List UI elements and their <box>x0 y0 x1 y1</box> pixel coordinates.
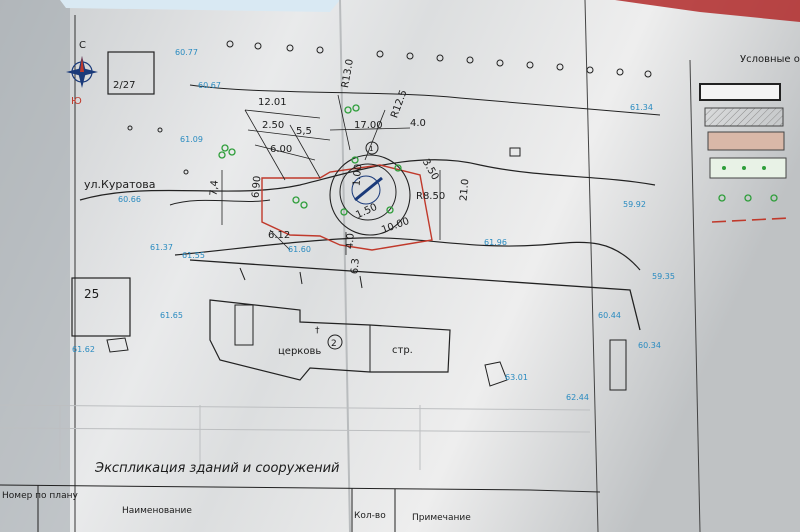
svg-text:†: † <box>315 326 320 336</box>
paper-fold <box>339 0 351 532</box>
dimension-label: 1.00 <box>351 163 364 186</box>
dimension-label: 12.01 <box>258 97 287 108</box>
construction-label: стр. <box>392 345 413 356</box>
building-2-27 <box>107 51 155 95</box>
church-number: 2 <box>331 339 337 349</box>
elevation-mark: 60.67 <box>198 81 221 90</box>
church-outline <box>209 299 451 381</box>
faint-table <box>0 404 591 470</box>
building-25-label: 25 <box>84 287 99 301</box>
circle-mark-1: 1 <box>369 145 373 153</box>
legend-title: Условные о <box>740 54 800 65</box>
elevation-mark: 61.37 <box>150 243 173 252</box>
dimension-label: 21.0 <box>458 178 471 201</box>
elevation-mark: 61.60 <box>288 245 311 254</box>
fence-line <box>189 259 641 331</box>
bollard-symbols <box>127 40 652 175</box>
street-label: ул.Куратова <box>84 178 155 191</box>
dimension-label: 7,4 <box>208 180 220 197</box>
elevation-mark: 61.96 <box>484 238 507 247</box>
church-label: церковь <box>278 346 321 357</box>
dimension-label: 5,5 <box>296 126 312 137</box>
column-header-count: Кол-во <box>354 511 386 521</box>
column-header-name: Наименование <box>122 506 192 516</box>
monument-mark <box>354 176 383 202</box>
column-header-number: Номер по плану <box>2 491 78 501</box>
dimension-lines <box>221 94 441 255</box>
elevation-mark: 60.44 <box>598 311 621 320</box>
dimension-label: 17.00 <box>354 120 383 131</box>
legend-swatches <box>699 83 791 223</box>
dimension-label: 2.50 <box>262 120 284 131</box>
dimension-label: 6.90 <box>250 175 263 198</box>
elevation-mark: 59.35 <box>652 272 675 281</box>
elevation-mark: 60.66 <box>118 195 141 204</box>
dimension-label: R8.50 <box>416 191 445 202</box>
paper-edge-blue <box>60 0 340 12</box>
compass-icon <box>66 56 98 88</box>
dimension-label: 6.12 <box>268 230 290 241</box>
elevation-mark: 61.55 <box>182 251 205 260</box>
compass-north: С <box>79 40 86 51</box>
column-header-note: Примечание <box>412 513 471 523</box>
elevation-mark: 60.34 <box>638 341 661 350</box>
red-object-corner <box>615 0 800 22</box>
dimension-label: 6.00 <box>270 144 292 155</box>
building-25 <box>71 277 131 337</box>
dimension-label: R13.0 <box>340 58 356 89</box>
dimension-label: 6.3 <box>349 258 361 275</box>
elevation-mark: 61.09 <box>180 135 203 144</box>
dimension-label: 4.0 <box>344 233 356 250</box>
compass-south: Ю <box>71 96 82 107</box>
road-edge-top <box>79 159 656 201</box>
elevation-mark: 61.34 <box>630 103 653 112</box>
square-boundary-red <box>261 164 433 251</box>
explication-table <box>0 484 601 532</box>
explication-title: Экспликация зданий и сооружений <box>94 461 340 476</box>
elevation-mark: 60.77 <box>175 48 198 57</box>
outer-circle <box>329 154 411 236</box>
elevation-mark: 63.01 <box>505 373 528 382</box>
elevation-mark: 61.65 <box>160 311 183 320</box>
elevation-mark: 62.44 <box>566 393 589 402</box>
tree-symbols <box>218 104 402 216</box>
dimension-label: 4.0 <box>410 118 426 129</box>
building-2-27-label: 2/27 <box>113 80 135 91</box>
elevation-mark: 59.92 <box>623 200 646 209</box>
boundary-line <box>189 84 661 116</box>
elevation-mark: 61.62 <box>72 345 95 354</box>
